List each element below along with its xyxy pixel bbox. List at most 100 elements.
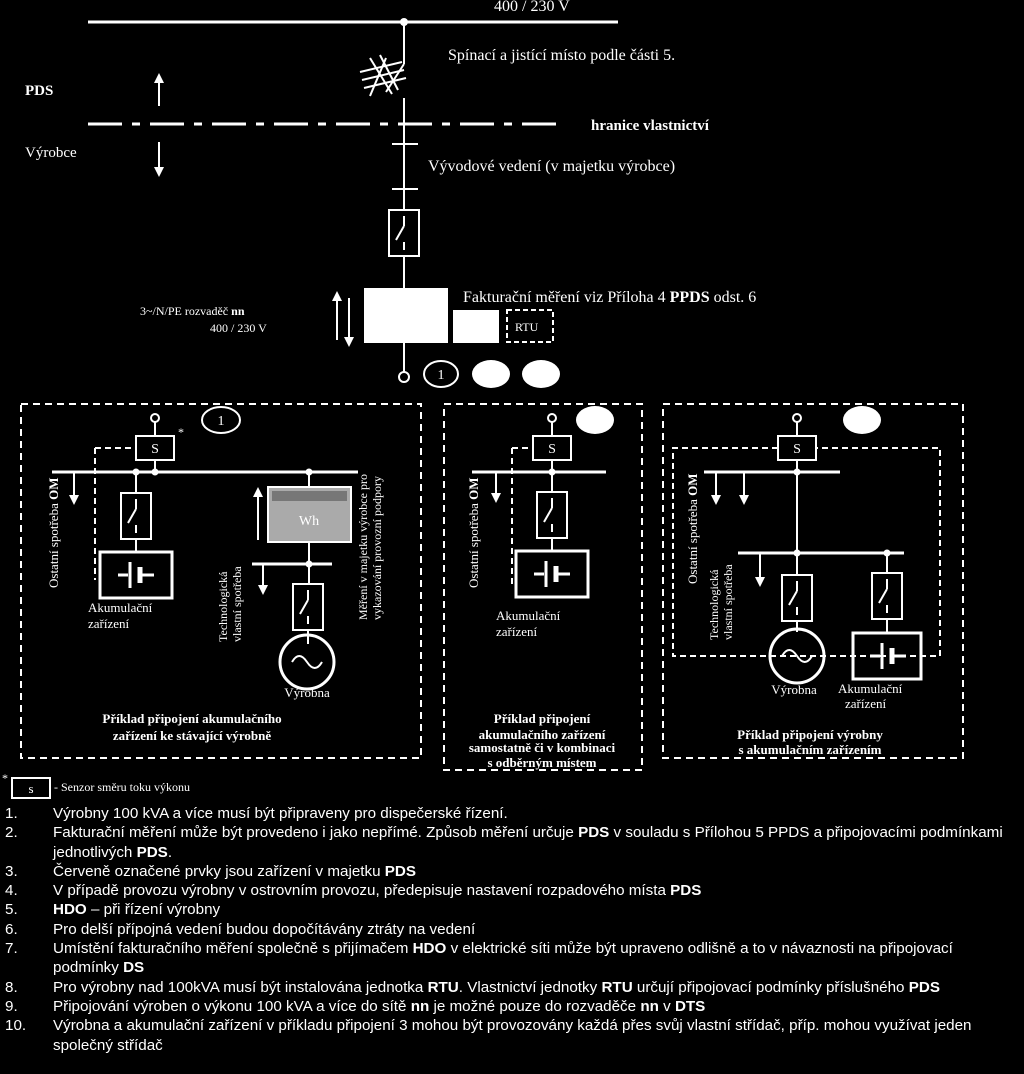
note-text: nn (640, 997, 659, 1015)
note-text: PDS (908, 978, 940, 996)
legend-text: - Senzor směru toku výkonu (54, 780, 190, 794)
note-text: PDS (136, 843, 168, 861)
disconnector-top (388, 209, 420, 257)
metering-label: Fakturační měření viz Příloha 4 PPDS ods… (463, 289, 756, 306)
pds-label: PDS (25, 83, 53, 99)
note-item: 7. Umístění fakturačního měření společně … (0, 939, 1024, 978)
note-text: Pro delší přípojná vedení budou dopočítá… (53, 920, 476, 938)
note-text: Umístění fakturačního měření společně s … (53, 940, 413, 958)
accu-label-2: zařízení (88, 616, 130, 631)
accu-label-1: Akumulační (496, 608, 561, 623)
note-number: 10. (5, 1017, 27, 1035)
note-text: v souladu s Přílohou 5 PPDS a připojovac… (53, 824, 1003, 861)
note-number: 8. (5, 978, 18, 996)
note-item: 8. Pro výrobny nad 100kVA musí být instal… (0, 978, 1024, 997)
circle-2 (472, 360, 510, 388)
note-text: . Vlastnictví jednotky (458, 978, 602, 996)
note-number: 9. (5, 997, 18, 1015)
note-text: Výrobny 100 kVA a více musí být připrave… (53, 805, 508, 822)
generator-symbol (768, 627, 826, 685)
legend-asterisk: * (2, 771, 8, 785)
circle-1-label: 1 (438, 368, 445, 383)
generator-symbol (278, 633, 336, 691)
switch-fuse-symbol (359, 54, 407, 118)
metering-ppds: PPDS (670, 289, 710, 306)
metering-post: odst. 6 (710, 289, 757, 306)
disconnector (292, 583, 324, 631)
box2-circle (576, 406, 614, 434)
box2-caption-4: s odběrným místem (487, 755, 596, 770)
techno-line-2: vlastní spotřeba (230, 566, 244, 642)
battery-symbol (851, 631, 923, 681)
terminal (398, 371, 410, 383)
mereni-line-2: vykazování provozní podpory (370, 476, 384, 620)
battery-symbol (98, 550, 174, 600)
note-text: Připojování výroben o výkonu 100 kVA a v… (53, 997, 411, 1015)
metering-text: Fakturační měření viz Příloha 4 (463, 289, 670, 306)
box1-caption-1: Příklad připojení akumulačního (102, 711, 281, 726)
mereni-label: Měření v majetku výrobce pro vykazování … (356, 471, 384, 620)
note-item: 6. Pro delší přípojná vedení budou dopočí… (0, 920, 1024, 939)
vyrobna-label: Výrobna (771, 682, 817, 697)
note-item: 3.Červeně označené prvky jsou zařízení v… (0, 862, 1024, 881)
note-text: – při řízení výrobny (86, 901, 221, 919)
note-text: v (658, 997, 675, 1015)
wh-label: Wh (299, 514, 319, 529)
note-number: 7. (5, 940, 18, 958)
note-number: 1. (5, 805, 18, 822)
connection-diagram: 400 / 230 V Spínací a jistící místo podl… (2, 0, 964, 799)
ostatni-spotreba-label: Ostatní spotřeba OM (685, 474, 700, 584)
note-text: PDS (578, 824, 610, 842)
om-text: OM (466, 478, 481, 500)
note-item: 5. HDO – při řízení výrobny (0, 900, 1024, 919)
note-text: Pro výrobny nad 100kVA musí být instalov… (53, 978, 428, 996)
note-text: určují připojovací podmínky příslušného (632, 978, 909, 996)
sensor-label: S (793, 442, 801, 457)
note-text: nn (410, 997, 430, 1015)
box3-caption-2: s akumulačním zařízením (739, 742, 882, 757)
techno-line-1: Technologická (216, 571, 230, 642)
switch-label: Spínací a jistící místo podle části 5. (448, 47, 675, 64)
ostatni-text: Ostatní spotřeba (46, 500, 61, 588)
note-number: 5. (5, 901, 18, 919)
circle-1 (423, 360, 459, 388)
example-box-2: S Ostatní spotřeba OM Akumulační zařízen… (443, 403, 643, 771)
feeder-label: Vývodové vedení (v majetku výrobce) (428, 158, 675, 175)
note-number: 4. (5, 882, 18, 900)
note-text: HDO (53, 901, 87, 919)
note-number: 6. (5, 920, 18, 938)
note-item: 10.Výrobna a akumulační zařízení v příkl… (0, 1016, 1024, 1055)
box2-caption-1: Příklad připojení (494, 711, 591, 726)
note-item: 9. Připojování výroben o výkonu 100 kVA a… (0, 997, 1024, 1016)
boundary-label: hranice vlastnictví (591, 118, 710, 134)
box1-circle (201, 406, 241, 434)
sensor-label: S (548, 442, 556, 457)
note-text: . (167, 843, 173, 861)
ostatni-spotreba-label: Ostatní spotřeba OM (466, 478, 481, 588)
vyrobna-label: Výrobna (284, 685, 330, 700)
note-text: DS (123, 959, 145, 977)
legend: * s - Senzor směru toku výkonu (2, 771, 190, 799)
note-text: PDS (384, 862, 416, 880)
voltage-label: 400 / 230 V (494, 0, 570, 15)
busbar-400v (88, 18, 618, 26)
panel-label-nn: nn (231, 304, 245, 318)
box3-circle (843, 406, 881, 434)
techno-label: Technologická vlastní spotřeba (216, 566, 244, 642)
notes-list: 1. Výrobny 100 kVA a více musí být připra… (0, 804, 1024, 1055)
note-number: 3. (5, 862, 18, 880)
note-text: HDO (412, 940, 447, 958)
battery-symbol (514, 549, 590, 599)
note-item: 2.Fakturační měření může být provedeno i… (0, 823, 1024, 862)
asterisk: * (178, 425, 184, 439)
meter-box-small (453, 310, 499, 343)
note-text: DTS (674, 997, 706, 1015)
note-text: je možné pouze do rozvaděče (429, 997, 641, 1015)
box2-caption-2: akumulačního zařízení (479, 727, 606, 742)
disconnector (120, 492, 152, 540)
accu-label-2: zařízení (496, 624, 538, 639)
techno-label: Technologická vlastní spotřeba (707, 564, 735, 640)
ostatni-spotreba-label: Ostatní spotřeba OM (46, 478, 61, 588)
ostatni-text: Ostatní spotřeba (685, 496, 700, 584)
techno-line-1: Technologická (707, 569, 721, 640)
